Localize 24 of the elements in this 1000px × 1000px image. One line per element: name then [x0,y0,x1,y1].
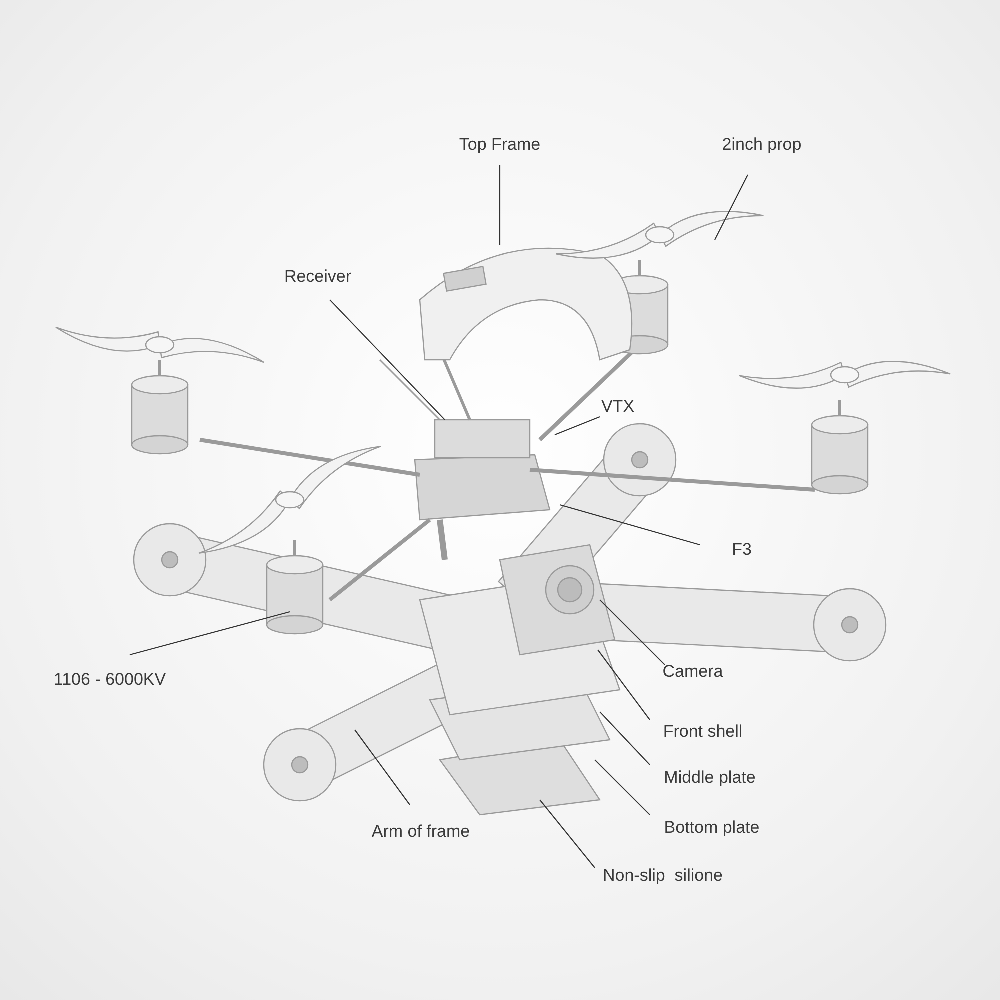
leader-line [600,712,650,766]
part-label: Arm of frame [372,822,470,842]
part-label: VTX [601,397,635,417]
leader-line [598,650,650,720]
leader-line [600,600,666,666]
part-label: Top Frame [459,135,541,155]
leader-line [554,416,600,436]
leader-line [560,504,700,546]
leader-line [594,760,650,816]
leader-line [130,611,290,656]
part-label: Camera [662,662,724,682]
leader-line [499,165,501,245]
part-label: Front shell [663,722,743,742]
part-label: 2inch prop [722,135,802,155]
part-label: F3 [732,540,752,560]
part-label: Middle plate [664,768,756,788]
part-label: Non-slip silione [603,866,723,886]
leader-line [714,174,748,240]
part-label: Bottom plate [664,818,760,838]
part-label: Receiver [284,267,352,287]
leader-line [540,800,596,868]
leader-line [330,300,446,420]
part-label: 1106 - 6000KV [54,670,166,690]
leader-line [354,730,410,806]
